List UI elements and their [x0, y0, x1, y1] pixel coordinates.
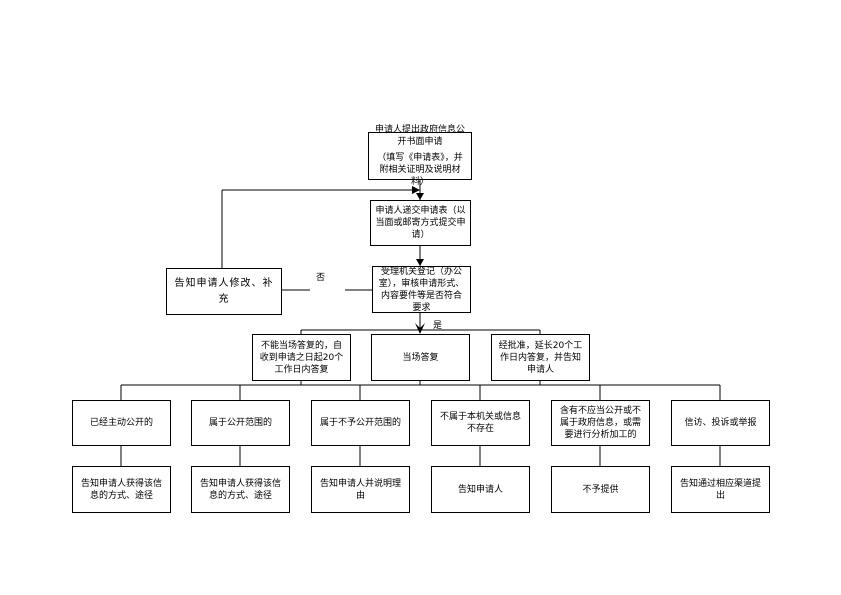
result-text: 不予提供	[582, 484, 619, 495]
category-text: 属于不予公开范围的	[319, 418, 401, 428]
category-box-6: 信访、投诉或举报	[671, 400, 770, 446]
submit-box: 申请人递交申请表（以当面或邮寄方式提交申请）	[370, 200, 471, 246]
result-text: 告知通过相应渠道提出	[679, 478, 761, 501]
category-text: 属于公开范围的	[208, 418, 272, 428]
result-box-5: 不予提供	[551, 466, 650, 513]
apply-sub-text: （填写《申请表》，并附相关证明及说明材料）	[377, 153, 463, 187]
branch-extend-text: 经批准，延长20个工作日内答复，并告知申请人	[498, 340, 583, 375]
result-box-3: 告知申请人并说明理由	[311, 466, 410, 513]
category-box-2: 属于公开范围的	[191, 400, 290, 446]
result-text: 告知申请人	[457, 484, 503, 495]
category-text: 不属于本机关或信息不存在	[439, 412, 521, 434]
category-box-1: 已经主动公开的	[72, 400, 171, 446]
label-no: 否	[316, 273, 326, 283]
register-text: 受理机关登记（办公室），审核申请形式、内容要件等是否符合要求	[378, 266, 465, 313]
result-text: 告知申请人获得该信息的方式、途径	[80, 478, 162, 501]
result-box-4: 告知申请人	[431, 466, 530, 513]
category-text: 含有不应当公开或不属于政府信息，或需要进行分析加工的	[559, 406, 641, 440]
branch-not-immediate: 不能当场答复的，自收到申请之日起20个工作日内答复	[252, 334, 351, 381]
branch-immediate-text: 当场答复	[402, 352, 439, 363]
category-text: 信访、投诉或举报	[684, 418, 757, 428]
result-text: 告知申请人并说明理由	[319, 478, 401, 501]
notify-revise-box: 告知申请人修改、补充	[166, 268, 282, 315]
apply-box: 申请人提出政府信息公开书面申请 （填写《申请表》，并附相关证明及说明材料）	[368, 125, 472, 187]
result-box-2: 告知申请人获得该信息的方式、途径	[191, 466, 290, 513]
register-box: 受理机关登记（办公室），审核申请形式、内容要件等是否符合要求	[372, 266, 471, 313]
category-box-5: 含有不应当公开或不属于政府信息，或需要进行分析加工的	[551, 400, 650, 446]
notify-revise-text: 告知申请人修改、补充	[174, 277, 274, 305]
result-text: 告知申请人获得该信息的方式、途径	[199, 478, 281, 501]
branch-immediate: 当场答复	[371, 334, 470, 381]
result-box-1: 告知申请人获得该信息的方式、途径	[72, 466, 171, 513]
branch-not-immediate-text: 不能当场答复的，自收到申请之日起20个工作日内答复	[259, 340, 344, 375]
branch-extend: 经批准，延长20个工作日内答复，并告知申请人	[491, 334, 590, 381]
submit-text: 申请人递交申请表（以当面或邮寄方式提交申请）	[375, 206, 466, 240]
result-box-6: 告知通过相应渠道提出	[671, 466, 770, 513]
category-box-4: 不属于本机关或信息不存在	[431, 400, 530, 446]
category-box-3: 属于不予公开范围的	[311, 400, 410, 446]
apply-main-text: 申请人提出政府信息公开书面申请	[374, 125, 465, 147]
label-yes: 是	[433, 321, 443, 331]
category-text: 已经主动公开的	[89, 418, 153, 428]
